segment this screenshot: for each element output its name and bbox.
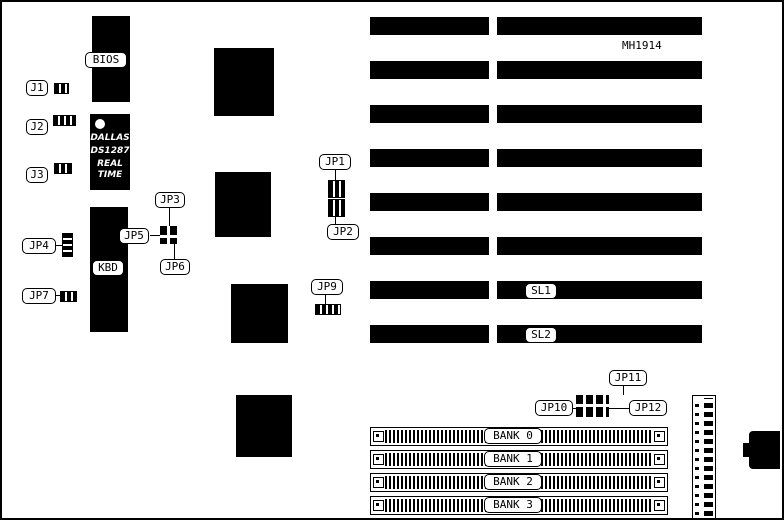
- jp10-callout-line: [571, 408, 577, 409]
- bios-label: BIOS: [85, 52, 127, 68]
- bank-1-label: BANK 1: [484, 451, 542, 467]
- jp3-jp5-jp6-jumper-block: [160, 226, 178, 244]
- ic-chip-3: [231, 284, 288, 343]
- jp6-callout-line: [174, 244, 175, 259]
- ic-chip-1: [214, 48, 274, 116]
- jp12-callout-line: [609, 408, 629, 409]
- jp2-jumper-block: [328, 199, 345, 217]
- sl2-label: SL2: [525, 327, 557, 343]
- jp4-label: JP4: [22, 238, 56, 254]
- j1-pin-header: [54, 83, 69, 94]
- jp9-label: JP9: [311, 279, 343, 295]
- jp10-jp11-jp12-jumper-block: [576, 395, 609, 417]
- j3-label: J3: [26, 167, 48, 183]
- slot-key-notch: [489, 193, 497, 211]
- dallas-model-text: DS1287: [90, 146, 130, 156]
- dallas-realtime-text: REAL TIME: [97, 159, 123, 180]
- jp9-callout-line: [325, 295, 326, 304]
- j2-pin-header: [53, 115, 76, 126]
- jp2-callout-line: [335, 215, 336, 224]
- jp11-label: JP11: [609, 370, 647, 386]
- jp1-label: JP1: [319, 154, 351, 170]
- simm-latch-left: [373, 500, 384, 511]
- slot-key-notch: [489, 17, 497, 35]
- j2-label: J2: [26, 119, 48, 135]
- isa-slot-4: [370, 149, 702, 167]
- slot-key-notch: [489, 61, 497, 79]
- power-connector: [692, 395, 716, 518]
- j3-pin-header: [54, 163, 72, 174]
- jp3-callout-line: [169, 208, 170, 226]
- j1-label: J1: [26, 80, 48, 96]
- isa-slot-5: [370, 193, 702, 211]
- bank-3-label: BANK 3: [484, 497, 542, 513]
- jp7-pin-header: [60, 291, 77, 302]
- simm-latch-right: [654, 500, 665, 511]
- jp7-label: JP7: [22, 288, 56, 304]
- isa-slot-1: [370, 17, 702, 35]
- dallas-brand-text: DALLAS: [90, 133, 130, 143]
- jp1-callout-line: [335, 170, 336, 180]
- jp7-callout-line: [56, 295, 60, 296]
- power-connector-pins-left: [695, 399, 699, 515]
- keyboard-din-connector: [749, 431, 780, 469]
- jp10-label: JP10: [535, 400, 573, 416]
- jp4-callout-line: [56, 245, 62, 246]
- dallas-rtc-chip: DALLAS DS1287 REAL TIME: [90, 114, 130, 190]
- slot-key-notch: [489, 325, 497, 343]
- simm-latch-left: [373, 477, 384, 488]
- jp3-label: JP3: [155, 192, 185, 208]
- isa-slot-3: [370, 105, 702, 123]
- isa-slot-6: [370, 237, 702, 255]
- dallas-logo-icon: [95, 119, 105, 129]
- jp11-callout-line: [623, 386, 624, 395]
- slot-key-notch: [489, 149, 497, 167]
- slot-key-notch: [489, 105, 497, 123]
- board-part-number: MH1914: [622, 39, 662, 52]
- jp9-jumper-block: [315, 304, 341, 315]
- jp2-label: JP2: [327, 224, 359, 240]
- simm-latch-right: [654, 431, 665, 442]
- sl1-label: SL1: [525, 283, 557, 299]
- bank-0-label: BANK 0: [484, 428, 542, 444]
- keyboard-din-tab: [743, 443, 750, 457]
- ic-chip-2: [215, 172, 271, 237]
- kbd-label: KBD: [92, 260, 124, 276]
- slot-key-notch: [489, 281, 497, 299]
- simm-latch-right: [654, 477, 665, 488]
- simm-latch-left: [373, 454, 384, 465]
- jp12-label: JP12: [629, 400, 667, 416]
- jp4-pin-header: [62, 233, 73, 257]
- jp5-label: JP5: [119, 228, 149, 244]
- ic-chip-4: [236, 395, 292, 457]
- jp6-label: JP6: [160, 259, 190, 275]
- jp1-jumper-block: [328, 180, 345, 198]
- slot-key-notch: [489, 237, 497, 255]
- power-connector-pins-right: [704, 398, 713, 516]
- isa-slot-2: [370, 61, 702, 79]
- simm-latch-right: [654, 454, 665, 465]
- simm-latch-left: [373, 431, 384, 442]
- bank-2-label: BANK 2: [484, 474, 542, 490]
- jp5-callout-line: [150, 235, 160, 236]
